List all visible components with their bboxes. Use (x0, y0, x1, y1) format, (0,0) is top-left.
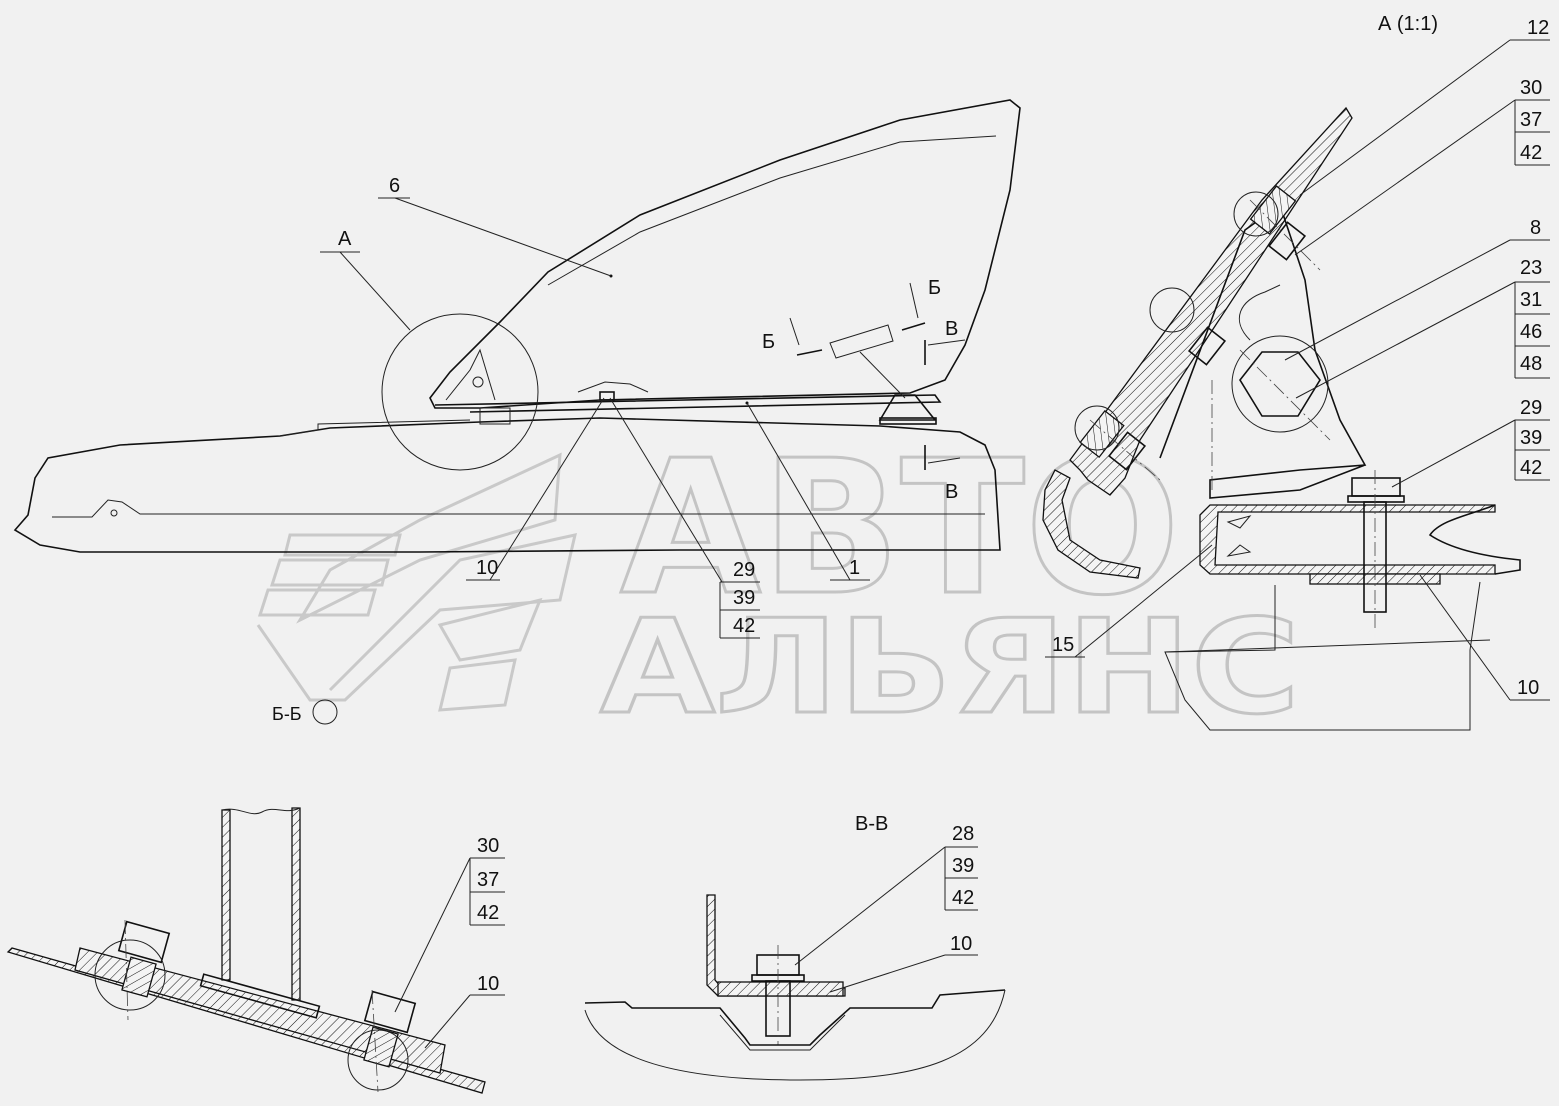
callout-stack-bb: 30 37 42 (394, 835, 505, 1013)
section-bb-view: 30 37 42 10 (6, 807, 505, 1094)
svg-text:Б: Б (928, 277, 941, 299)
svg-text:31: 31 (1520, 289, 1542, 311)
svg-text:А: А (338, 228, 352, 250)
svg-text:46: 46 (1520, 321, 1542, 343)
svg-text:В: В (945, 481, 958, 503)
svg-text:39: 39 (733, 587, 755, 609)
svg-text:В: В (945, 318, 958, 340)
vv-bolt (751, 945, 805, 1045)
bolt-vertical (1347, 470, 1405, 630)
cut-mark-b: Б Б (762, 277, 941, 356)
section-bb-label: Б-Б (272, 704, 302, 724)
callout-8: 8 (1284, 217, 1550, 361)
callout-stack-main: 29 39 42 (609, 397, 760, 639)
section-vv-view: В-В 28 39 42 10 (584, 813, 1006, 1081)
svg-text:42: 42 (1520, 457, 1542, 479)
callout-stack-detail-mid: 23 31 46 48 (1295, 257, 1550, 399)
cut-mark-v: В В (924, 318, 966, 503)
svg-text:Б: Б (762, 331, 775, 353)
hex-nut (1239, 351, 1321, 417)
svg-text:15: 15 (1052, 634, 1074, 656)
svg-text:30: 30 (1520, 77, 1542, 99)
callout-10-bb: 10 (424, 973, 505, 1049)
bolt-mid (1149, 287, 1227, 366)
bb-bolt-right (347, 989, 417, 1093)
channel-profile (1199, 504, 1496, 575)
svg-text:42: 42 (952, 887, 974, 909)
callout-stack-detail-top: 30 37 42 (1294, 77, 1550, 256)
callout-stack-vv: 28 39 42 (794, 823, 978, 966)
svg-text:39: 39 (1520, 427, 1542, 449)
bolt-top (1233, 185, 1307, 261)
svg-text:10: 10 (1517, 677, 1539, 699)
svg-text:28: 28 (952, 823, 974, 845)
svg-text:10: 10 (476, 557, 498, 579)
callout-stack-detail-right: 29 39 42 (1391, 397, 1550, 488)
bb-bolt-left (94, 919, 171, 1021)
svg-text:42: 42 (477, 902, 499, 924)
svg-text:23: 23 (1520, 257, 1542, 279)
base-strip (434, 394, 942, 413)
svg-text:6: 6 (389, 175, 400, 197)
callout-10-detail: 10 (1419, 574, 1550, 701)
post (221, 809, 231, 981)
windshield-glass (429, 99, 1021, 409)
svg-text:30: 30 (477, 835, 499, 857)
svg-text:10: 10 (950, 933, 972, 955)
svg-text:29: 29 (733, 559, 755, 581)
svg-text:1: 1 (849, 557, 860, 579)
watermark-logo (256, 452, 577, 712)
svg-text:39: 39 (952, 855, 974, 877)
callout-10-vv: 10 (829, 933, 978, 993)
callout-12: 12 (1299, 17, 1550, 196)
chassis-outline (13, 417, 1001, 553)
svg-text:42: 42 (733, 615, 755, 637)
detail-a-circle (381, 313, 539, 471)
watermark: АВТО АЛЬЯНС (256, 419, 1302, 745)
svg-text:48: 48 (1520, 353, 1542, 375)
callout-a: А (320, 228, 411, 331)
svg-text:10: 10 (477, 973, 499, 995)
l-bracket (706, 894, 846, 997)
callout-1: 1 (746, 402, 870, 581)
main-view: Б Б В В А 6 1 (13, 99, 1021, 725)
callout-10-main: 10 (466, 397, 605, 581)
svg-text:37: 37 (1520, 109, 1542, 131)
watermark-line2: АЛЬЯНС (600, 591, 1300, 743)
svg-text:42: 42 (1520, 142, 1542, 164)
detail-a-title: А (1:1) (1378, 13, 1438, 35)
svg-text:12: 12 (1527, 17, 1549, 39)
svg-text:29: 29 (1520, 397, 1542, 419)
detail-a-view: А (1:1) (1042, 13, 1550, 731)
svg-text:8: 8 (1530, 217, 1541, 239)
bolt-bottom (1074, 405, 1147, 471)
callout-15: 15 (1045, 544, 1213, 658)
svg-text:37: 37 (477, 869, 499, 891)
callout-6: 6 (378, 175, 612, 277)
section-vv-title: В-В (855, 813, 888, 835)
